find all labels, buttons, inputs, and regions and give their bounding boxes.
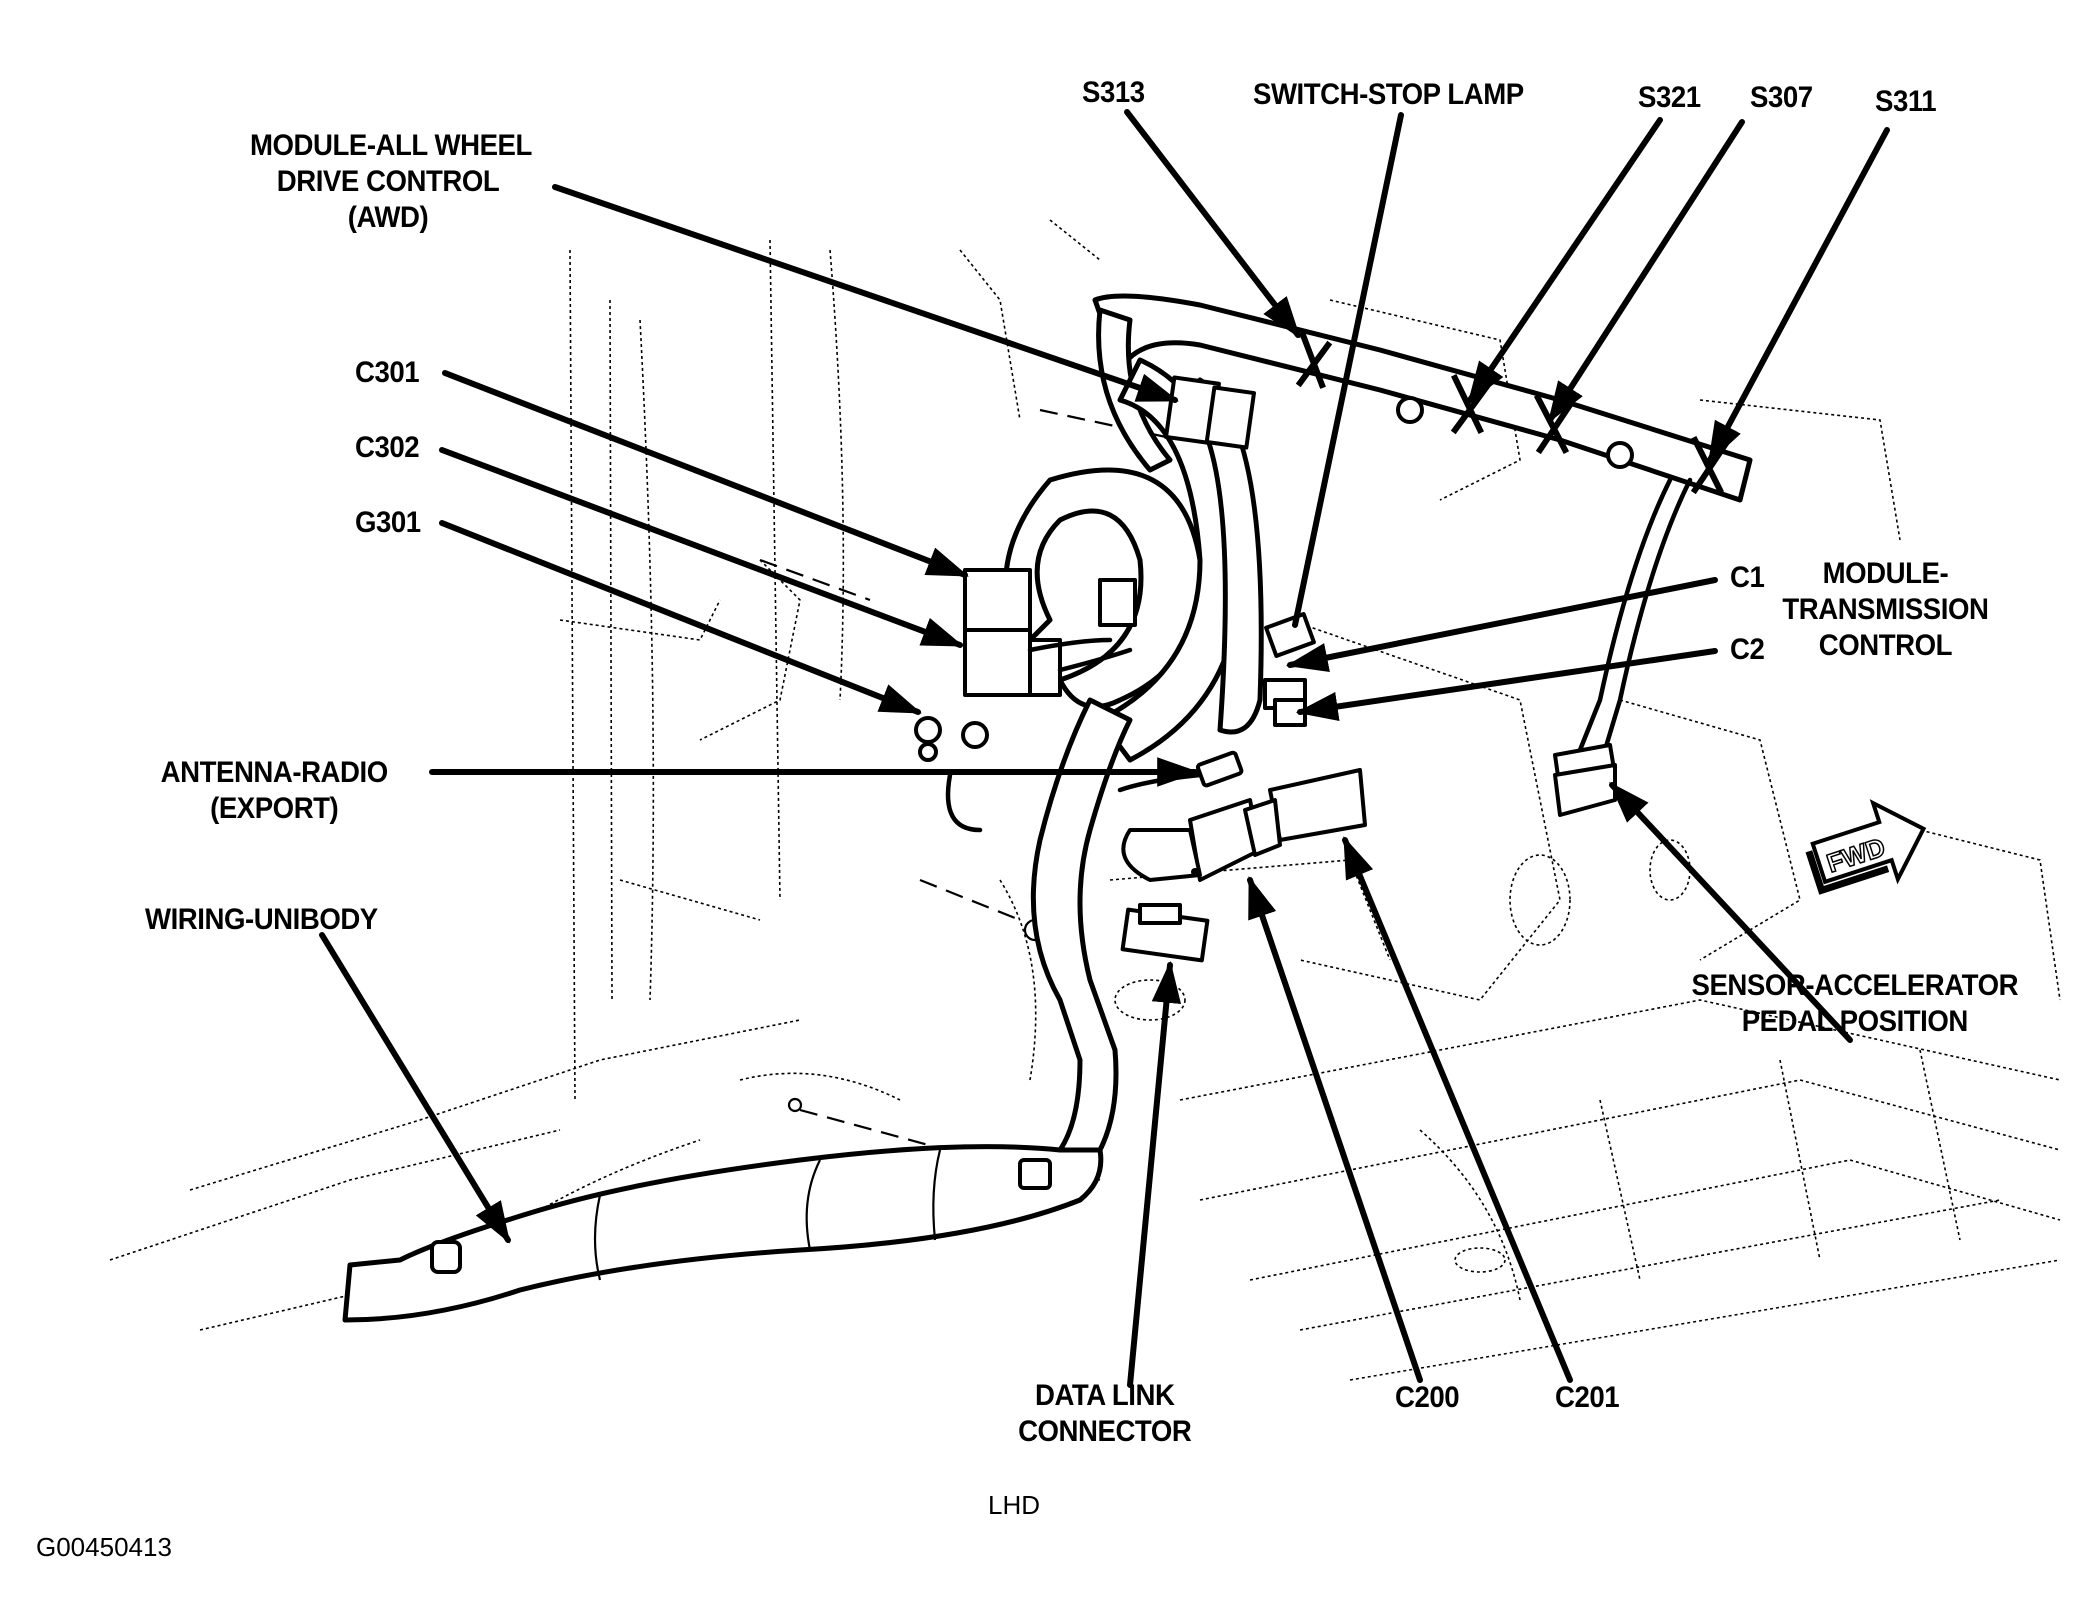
- label-antenna-radio-line2: (EXPORT): [210, 792, 339, 825]
- label-c200: C200: [1395, 1381, 1460, 1414]
- figure-code: G00450413: [36, 1532, 172, 1562]
- data-link-connector: [1120, 903, 1210, 963]
- label-s311: S311: [1875, 85, 1937, 118]
- label-c302: C302: [355, 431, 420, 464]
- label-data-link-connector-line2: CONNECTOR: [1018, 1415, 1192, 1448]
- label-sensor-accelerator: SENSOR-ACCELERATOR PEDAL POSITION: [1680, 968, 2030, 1040]
- awd-module: [1164, 375, 1256, 450]
- view-label-lhd: LHD: [988, 1490, 1041, 1520]
- label-module-awd-line2: DRIVE CONTROL: [276, 165, 500, 198]
- leader-c1: [1285, 577, 1718, 673]
- label-module-transmission-line2: TRANSMISSION: [1782, 593, 1989, 626]
- label-module-awd: MODULE-ALL WHEEL DRIVE CONTROL (AWD): [250, 128, 532, 236]
- leader-wiring-unibody: [319, 932, 511, 1244]
- label-c301: C301: [355, 356, 420, 389]
- center-harness-loop: [1002, 357, 1264, 763]
- unibody-harness: [342, 697, 1133, 1323]
- leader-c302: [439, 447, 964, 648]
- leader-data-link-connector: [1127, 960, 1182, 1388]
- leader-s321: [1467, 117, 1663, 404]
- label-antenna-radio-line1: ANTENNA-RADIO: [160, 756, 389, 789]
- leader-s313: [1124, 109, 1301, 339]
- leader-c2: [1295, 648, 1718, 722]
- label-wiring-unibody: WIRING-UNIBODY: [145, 903, 378, 936]
- fastener-lines: [759, 408, 1181, 1172]
- c200-c201-connectors: [1121, 768, 1367, 882]
- label-s307: S307: [1750, 81, 1813, 114]
- label-c2: C2: [1730, 633, 1765, 666]
- label-data-link-connector-line1: DATA LINK: [1034, 1379, 1175, 1412]
- switch-stop-lamp-connector: [1264, 612, 1316, 658]
- label-sensor-accelerator-line1: SENSOR-ACCELERATOR: [1691, 969, 2019, 1002]
- leader-switch-stop-lamp: [1292, 112, 1404, 628]
- label-antenna-radio: ANTENNA-RADIO (EXPORT): [150, 755, 398, 827]
- label-module-awd-line1: MODULE-ALL WHEEL: [250, 129, 532, 162]
- label-s321: S321: [1638, 81, 1701, 114]
- label-module-awd-line3: (AWD): [347, 201, 429, 234]
- label-c1: C1: [1730, 561, 1765, 594]
- leader-s311: [1707, 127, 1890, 464]
- label-module-transmission-line3: CONTROL: [1818, 629, 1953, 662]
- label-g301: G301: [355, 506, 421, 539]
- leader-g301: [439, 520, 922, 715]
- tcm-c1-c2-connectors: [1263, 678, 1307, 727]
- accelerator-sensor-connector: [1553, 743, 1617, 817]
- c301-c302-connectors: [963, 568, 1137, 697]
- label-sensor-accelerator-line2: PEDAL POSITION: [1741, 1005, 1969, 1038]
- label-module-transmission: MODULE- TRANSMISSION CONTROL: [1775, 556, 1996, 664]
- label-c201: C201: [1555, 1381, 1620, 1414]
- label-module-transmission-line1: MODULE-: [1822, 557, 1949, 590]
- leader-s307: [1547, 119, 1745, 424]
- label-s313: S313: [1082, 76, 1145, 109]
- leader-lines: [319, 109, 1890, 1388]
- leader-module-awd: [552, 184, 1179, 403]
- leader-c201: [1342, 836, 1573, 1383]
- leader-sensor-accelerator: [1609, 781, 1853, 1043]
- sensor-branch-harness: [1577, 477, 1693, 753]
- g301-ground: [914, 716, 989, 762]
- label-switch-stop-lamp: SWITCH-STOP LAMP: [1253, 78, 1524, 111]
- leader-c301: [442, 370, 969, 578]
- upper-harness: [1092, 293, 1753, 503]
- leader-c200: [1247, 876, 1423, 1383]
- splice-s313-mark: [1295, 331, 1333, 389]
- label-data-link-connector: DATA LINK CONNECTOR: [1015, 1378, 1194, 1450]
- fwd-arrow-icon: FWD: [1805, 799, 1927, 895]
